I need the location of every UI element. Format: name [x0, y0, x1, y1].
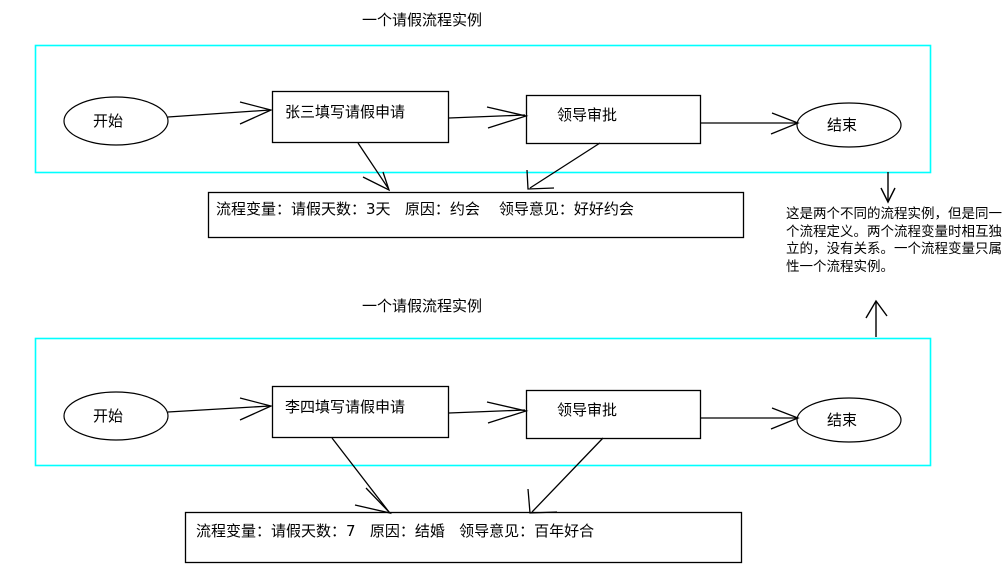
start-node-label-2: 开始 — [93, 407, 124, 425]
flow-arrow-1-task2-end — [701, 112, 800, 135]
variables-box-2 — [184, 511, 743, 564]
end-node-1 — [796, 102, 902, 148]
variable-pointer-1-from-task2 — [526, 142, 601, 190]
start-node-label-1: 开始 — [93, 112, 124, 130]
start-node-1 — [63, 96, 169, 146]
task-node-1-2 — [525, 94, 702, 145]
end-node-2 — [796, 397, 902, 443]
annotation-arrow-up — [865, 299, 888, 337]
annotation-text: 这是两个不同的流程实例，但是同一个流程定义。两个流程变量时相互独立的，没有关系。… — [786, 206, 1002, 275]
start-node-2 — [63, 391, 169, 441]
variable-pointer-2-from-task1 — [331, 437, 392, 515]
variable-pointer-2-from-task2 — [527, 437, 604, 514]
end-node-label-1: 结束 — [827, 116, 858, 134]
annotation-arrow-down — [880, 172, 896, 204]
end-node-label-2: 结束 — [827, 411, 858, 429]
variables-text-1: 流程变量：请假天数：3天 原因：约会 领导意见：好好约会 — [216, 200, 634, 218]
variables-text-2: 流程变量：请假天数：7 原因：结婚 领导意见：百年好合 — [196, 522, 595, 540]
task-node-label-1-2: 领导审批 — [557, 106, 618, 124]
variable-pointer-1-from-task1 — [357, 142, 391, 192]
task-node-2-1 — [271, 385, 450, 439]
task-node-label-2-1: 李四填写请假申请 — [285, 398, 406, 416]
flow-arrow-1-task1-task2 — [448, 106, 529, 129]
task-node-label-2-2: 领导审批 — [557, 401, 618, 419]
process-instance-container-1 — [34, 44, 932, 174]
flow-arrow-2-start-task1 — [167, 397, 273, 421]
flow-arrow-2-task2-end — [701, 407, 800, 430]
diagram-title-2: 一个请假流程实例 — [362, 297, 483, 315]
task-node-2-2 — [525, 389, 702, 440]
flow-arrow-1-start-task1 — [167, 101, 273, 125]
task-node-1-1 — [271, 90, 450, 144]
flow-arrow-2-task1-task2 — [448, 401, 529, 424]
process-instance-container-2 — [34, 337, 932, 467]
variables-box-1 — [207, 191, 745, 239]
diagram-title-1: 一个请假流程实例 — [362, 11, 483, 29]
task-node-label-1-1: 张三填写请假申请 — [285, 103, 406, 121]
